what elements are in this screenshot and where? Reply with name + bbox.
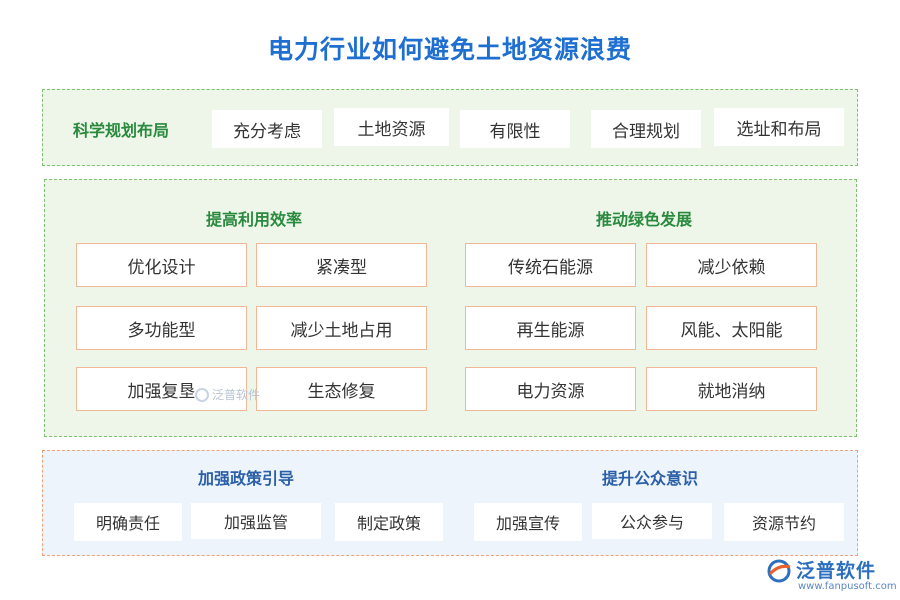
planning-item-5: 选址和布局	[714, 108, 844, 146]
planning-item-2: 土地资源	[334, 108, 449, 146]
watermark-text: 泛普软件	[212, 388, 261, 402]
planning-item-4: 合理规划	[591, 110, 701, 148]
green-item-4: 风能、太阳能	[646, 306, 817, 350]
planning-item-3: 有限性	[460, 110, 570, 148]
efficiency-item-3: 多功能型	[76, 306, 247, 350]
awareness-item-1: 加强宣传	[474, 503, 582, 541]
planning-item-1: 充分考虑	[212, 110, 322, 148]
policy-item-3: 制定政策	[335, 503, 443, 541]
efficiency-item-5: 加强复垦	[76, 367, 247, 411]
green-item-6: 就地消纳	[646, 367, 817, 411]
green-item-1: 传统石能源	[465, 243, 636, 287]
green-development-label: 推动绿色发展	[596, 210, 693, 229]
policy-item-1: 明确责任	[74, 503, 182, 541]
efficiency-label: 提高利用效率	[206, 210, 303, 229]
brand-logo-icon	[767, 559, 791, 583]
awareness-item-3: 资源节约	[724, 503, 844, 541]
brand-logo: 泛普软件 www.fanpusoft.com	[766, 556, 897, 596]
green-item-2: 减少依赖	[646, 243, 817, 287]
efficiency-item-2: 紧凑型	[256, 243, 427, 287]
watermark-logo-icon	[195, 387, 209, 402]
efficiency-item-4: 减少土地占用	[256, 306, 427, 350]
efficiency-item-6: 生态修复	[256, 367, 427, 411]
green-item-3: 再生能源	[465, 306, 636, 350]
policy-label: 加强政策引导	[198, 469, 295, 488]
awareness-label: 提升公众意识	[602, 469, 699, 488]
green-item-5: 电力资源	[465, 367, 636, 411]
brand-name: 泛普软件	[796, 560, 877, 582]
watermark: 泛普软件	[195, 386, 260, 403]
page-title: 电力行业如何避免土地资源浪费	[267, 35, 632, 64]
awareness-item-2: 公众参与	[592, 503, 712, 539]
brand-url: www.fanpusoft.com	[798, 581, 897, 592]
efficiency-item-1: 优化设计	[76, 243, 247, 287]
section-planning-label: 科学规划布局	[73, 121, 170, 140]
policy-item-2: 加强监管	[191, 503, 321, 539]
